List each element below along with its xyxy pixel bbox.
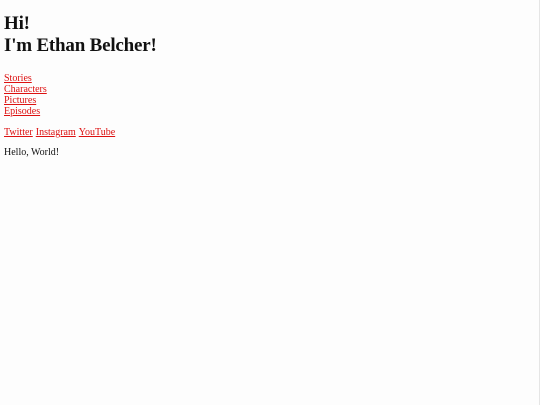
nav-link-episodes[interactable]: Episodes xyxy=(4,106,41,117)
page-title: Hi! I'm Ethan Belcher! xyxy=(4,0,536,57)
social-link-twitter[interactable]: Twitter xyxy=(4,127,33,138)
greeting-line-2: I'm Ethan Belcher! xyxy=(4,35,157,56)
social-link-youtube[interactable]: YouTube xyxy=(78,127,116,138)
nav-link-characters[interactable]: Characters xyxy=(4,84,47,95)
social-link-instagram[interactable]: Instagram xyxy=(35,127,76,138)
greeting-line-1: Hi! xyxy=(4,13,30,34)
hello-message: Hello, World! xyxy=(4,147,60,158)
nav-link-pictures[interactable]: Pictures xyxy=(4,95,37,106)
nav-link-stories[interactable]: Stories xyxy=(4,73,32,84)
social-links: Twitter Instagram YouTube xyxy=(4,127,536,138)
primary-nav: Stories Characters Pictures Episodes xyxy=(4,73,536,117)
